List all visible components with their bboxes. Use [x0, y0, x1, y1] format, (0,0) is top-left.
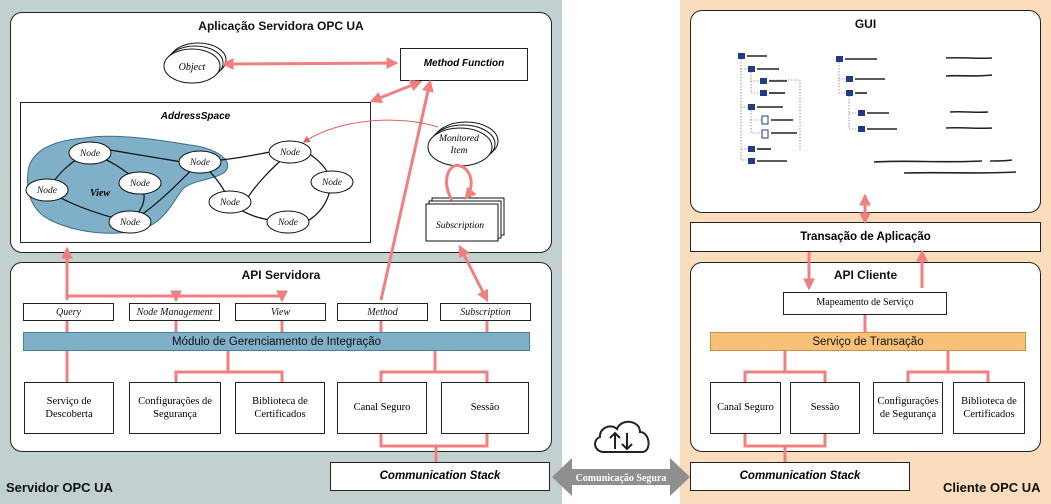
subscription-label: Subscription [436, 221, 484, 231]
svg-text:Node: Node [321, 178, 342, 188]
client-label: Cliente OPC UA [943, 480, 1041, 495]
object-ellipse: Object [163, 42, 227, 84]
node-2: Node [178, 150, 222, 174]
transaction-service-bar: Serviço de Transação [710, 332, 1026, 351]
node-8: Node [108, 210, 152, 234]
svg-text:Node: Node [129, 179, 150, 189]
server-session-box: Sessão [441, 382, 529, 434]
node-6: Node [310, 170, 354, 194]
client-connectors [743, 193, 990, 462]
server-arrows [61, 57, 489, 303]
api-service-view: View [235, 303, 326, 321]
svg-text:Node: Node [189, 158, 210, 168]
svg-text:Monitored: Monitored [438, 134, 479, 144]
address-space-title: AddressSpace [160, 111, 231, 122]
server-api-connectors [65, 321, 489, 462]
node-3: Node [268, 140, 312, 164]
secure-channel-arrow: Comunicação Segura [552, 458, 690, 496]
client-secure-channel-box: Canal Seguro [710, 382, 781, 434]
object-label: Object [179, 62, 206, 73]
server-label: Servidor OPC UA [6, 480, 113, 495]
svg-text:Node: Node [277, 218, 298, 228]
api-service-subscription: Subscription [440, 303, 531, 321]
server-comm-stack-box: Communication Stack [330, 462, 550, 491]
server-application-title: Aplicação Servidora OPC UA [198, 19, 364, 33]
view-label: View [90, 188, 110, 199]
integration-module-bar: Módulo de Gerenciamento de Integração [23, 332, 530, 351]
client-comm-stack-box: Communication Stack [690, 462, 910, 491]
node-1: Node [68, 141, 112, 165]
server-api-title: API Servidora [241, 268, 321, 282]
cloud-sync-icon [594, 420, 650, 453]
node-5: Node [25, 178, 69, 202]
monitored-item-ellipse: Monitored Item [427, 121, 499, 167]
server-secure-channel-box: Canal Seguro [337, 382, 427, 434]
method-function-box: Method Function [400, 48, 528, 81]
service-mapping-box: Mapeamento de Serviço [783, 292, 947, 315]
gui-tree-mock [738, 53, 1017, 174]
client-session-box: Sessão [790, 382, 860, 434]
node-9: Node [266, 210, 310, 234]
api-service-node-management: Node Management [129, 303, 220, 321]
api-service-method: Method [337, 303, 428, 321]
svg-text:Item: Item [450, 146, 468, 156]
monitored-to-node-arrow [302, 119, 439, 143]
subscription-stack: Subscription [425, 197, 505, 242]
api-service-query: Query [23, 303, 114, 321]
svg-text:Node: Node [219, 198, 240, 208]
client-api-title: API Cliente [833, 268, 898, 282]
node-7: Node [208, 190, 252, 214]
channel-label: Comunicação Segura [576, 473, 667, 484]
svg-text:Node: Node [119, 218, 140, 228]
node-4: Node [118, 171, 162, 195]
svg-text:Node: Node [36, 186, 57, 196]
gui-title: GUI [854, 17, 877, 31]
svg-text:Node: Node [279, 148, 300, 158]
svg-text:Node: Node [79, 149, 100, 159]
